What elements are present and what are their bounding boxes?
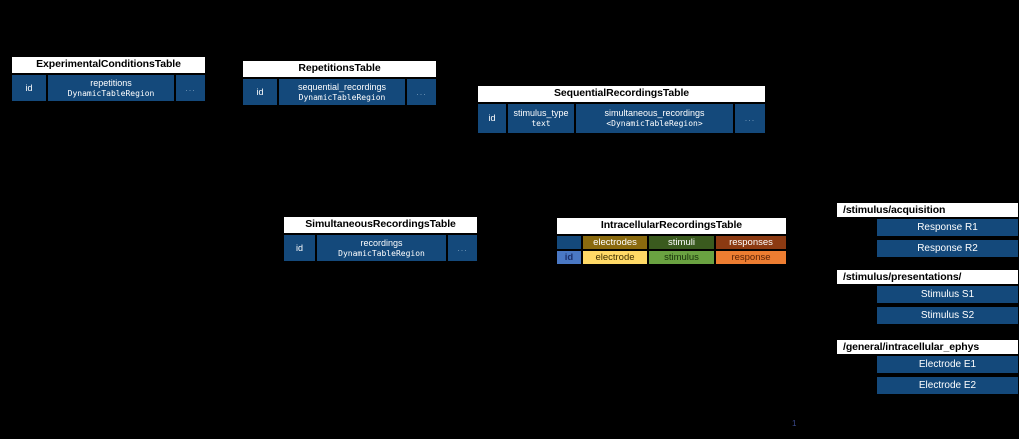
column-ellipsis[interactable]: ... (406, 78, 437, 106)
column-id[interactable]: id (556, 250, 582, 265)
table-columns-row: id stimulus_type text simultaneous_recor… (477, 103, 766, 134)
column-name: id (295, 242, 303, 253)
object-electrode-e1[interactable]: Electrode E1 (876, 355, 1019, 374)
column-id[interactable]: id (11, 74, 47, 102)
category-label: electrodes (593, 237, 637, 248)
object-electrode-e2[interactable]: Electrode E2 (876, 376, 1019, 395)
group-path-stimulus-presentations[interactable]: /stimulus/presentations/ (836, 269, 1019, 285)
object-response-r1[interactable]: Response R1 (876, 218, 1019, 237)
column-id[interactable]: id (242, 78, 278, 106)
column-name: stimulus_type (513, 108, 569, 118)
column-name: simultaneous_recordings (604, 108, 705, 118)
column-name: ... (416, 86, 427, 97)
object-response-r2[interactable]: Response R2 (876, 239, 1019, 258)
column-name: id (256, 86, 264, 97)
column-type: DynamicTableRegion (338, 248, 425, 258)
category-responses[interactable]: responses (715, 235, 787, 250)
table-title: RepetitionsTable (242, 60, 437, 78)
column-label: response (731, 252, 771, 263)
column-ellipsis[interactable]: ... (447, 234, 478, 262)
column-response[interactable]: response (715, 250, 787, 265)
column-recordings[interactable]: recordings DynamicTableRegion (316, 234, 447, 262)
category-stimuli[interactable]: stimuli (648, 235, 715, 250)
table-title: SimultaneousRecordingsTable (283, 216, 478, 234)
column-name: recordings (360, 237, 403, 248)
table-intracellular-recordings[interactable]: IntracellularRecordingsTable electrodes … (556, 217, 787, 265)
table-columns-row: id repetitions DynamicTableRegion ... (11, 74, 206, 102)
column-label: electrode (595, 252, 635, 263)
column-name: sequential_recordings (297, 81, 387, 92)
column-id[interactable]: id (477, 103, 507, 134)
category-label: stimuli (668, 237, 695, 248)
column-name: ... (457, 242, 468, 253)
column-simultaneous-recordings[interactable]: simultaneous_recordings <DynamicTableReg… (575, 103, 734, 134)
column-type: <DynamicTableRegion> (606, 119, 703, 128)
category-electrodes[interactable]: electrodes (582, 235, 648, 250)
table-title: SequentialRecordingsTable (477, 85, 766, 103)
column-electrode[interactable]: electrode (582, 250, 648, 265)
table-columns-row: id recordings DynamicTableRegion ... (283, 234, 478, 262)
column-ellipsis[interactable]: ... (734, 103, 766, 134)
column-type: DynamicTableRegion (298, 92, 386, 102)
column-name: id (488, 113, 496, 123)
table-experimental-conditions[interactable]: ExperimentalConditionsTable id repetitio… (11, 56, 206, 102)
table-repetitions[interactable]: RepetitionsTable id sequential_recording… (242, 60, 437, 106)
group-path-stimulus-acquisition[interactable]: /stimulus/acquisition (836, 202, 1019, 218)
column-label: id (564, 252, 574, 263)
column-ellipsis[interactable]: ... (175, 74, 206, 102)
column-name: id (25, 82, 33, 93)
group-path-general-intracellular-ephys[interactable]: /general/intracellular_ephys (836, 339, 1019, 355)
column-name: ... (185, 82, 196, 93)
table-title: ExperimentalConditionsTable (11, 56, 206, 74)
column-type: DynamicTableRegion (67, 88, 155, 98)
column-row: id electrode stimulus response (556, 250, 787, 265)
column-repetitions[interactable]: repetitions DynamicTableRegion (47, 74, 175, 102)
category-row: electrodes stimuli responses (556, 235, 787, 250)
column-sequential-recordings[interactable]: sequential_recordings DynamicTableRegion (278, 78, 406, 106)
object-stimulus-s2[interactable]: Stimulus S2 (876, 306, 1019, 325)
page-number: 1 (792, 419, 797, 428)
table-simultaneous-recordings[interactable]: SimultaneousRecordingsTable id recording… (283, 216, 478, 262)
column-id[interactable]: id (283, 234, 316, 262)
table-title: IntracellularRecordingsTable (556, 217, 787, 235)
column-name: repetitions (90, 77, 132, 88)
column-stimulus-type[interactable]: stimulus_type text (507, 103, 575, 134)
column-name: ... (744, 113, 756, 123)
table-columns-row: id sequential_recordings DynamicTableReg… (242, 78, 437, 106)
column-stimulus[interactable]: stimulus (648, 250, 715, 265)
category-blank (556, 235, 582, 250)
column-type: text (531, 119, 551, 128)
column-label: stimulus (664, 252, 699, 263)
category-label: responses (729, 237, 773, 248)
table-sequential-recordings[interactable]: SequentialRecordingsTable id stimulus_ty… (477, 85, 766, 134)
object-stimulus-s1[interactable]: Stimulus S1 (876, 285, 1019, 304)
